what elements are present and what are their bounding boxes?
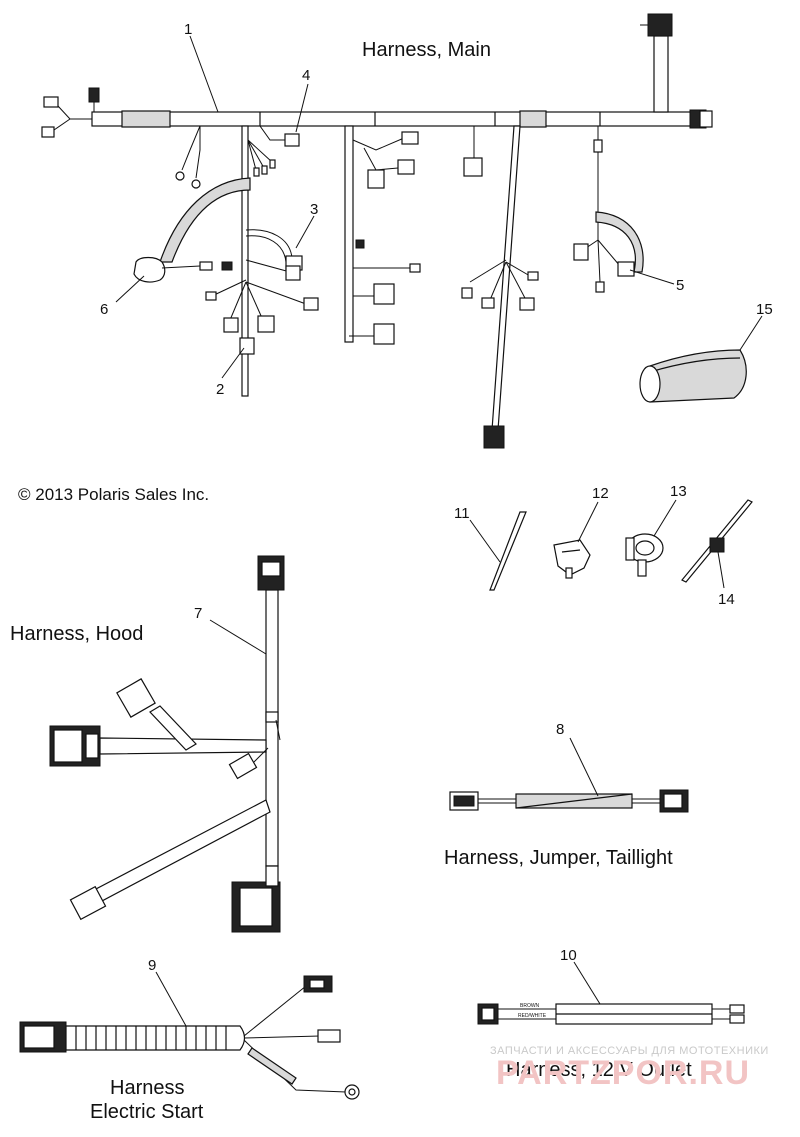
title-main-harness: Harness, Main (362, 39, 491, 61)
wire-label-red-white: RED/WHITE (518, 1013, 547, 1019)
callout-4: 4 (302, 67, 310, 84)
callout-7: 7 (194, 605, 202, 622)
electric-start-harness (19, 975, 360, 1100)
part-14-tie-mount (681, 499, 753, 583)
callout-14: 14 (718, 591, 735, 608)
part-11-cable-tie (489, 511, 527, 591)
callout-8: 8 (556, 721, 564, 738)
callout-2: 2 (216, 381, 224, 398)
part-12-clip (553, 539, 591, 579)
main-harness (41, 13, 713, 449)
watermark-logo: PARTZPOR.RU (496, 1054, 750, 1092)
title-electric-start-line1: Harness (110, 1077, 184, 1099)
callout-9: 9 (148, 957, 156, 974)
callout-13: 13 (670, 483, 687, 500)
corrugated-conduit (75, 1026, 227, 1050)
watermark-tagline: ЗАПЧАСТИ И АКСЕССУАРЫ ДЛЯ МОТОТЕХНИКИ (490, 1045, 769, 1057)
callout-1: 1 (184, 21, 192, 38)
callout-6: 6 (100, 301, 108, 318)
title-jumper-taillight: Harness, Jumper, Taillight (444, 847, 673, 869)
hood-harness (49, 555, 285, 933)
outlet-12v-harness: BROWN RED/WHITE (477, 1003, 745, 1025)
copyright-notice: © 2013 Polaris Sales Inc. (18, 485, 209, 504)
callout-15: 15 (756, 301, 773, 318)
wire-label-brown: BROWN (520, 1003, 540, 1009)
jumper-taillight-harness (449, 789, 689, 813)
callout-10: 10 (560, 947, 577, 964)
part-13-clamp (625, 533, 664, 577)
callout-12: 12 (592, 485, 609, 502)
part-15-sleeve (639, 349, 747, 403)
title-electric-start-line2: Electric Start (90, 1101, 204, 1123)
callout-11: 11 (454, 505, 470, 522)
title-12v-outlet: Harness, 12 V Outlet (506, 1059, 692, 1081)
callout-5: 5 (676, 277, 684, 294)
title-hood-harness: Harness, Hood (10, 623, 143, 645)
callout-3: 3 (310, 201, 318, 218)
callout-leaders (115, 35, 763, 1027)
